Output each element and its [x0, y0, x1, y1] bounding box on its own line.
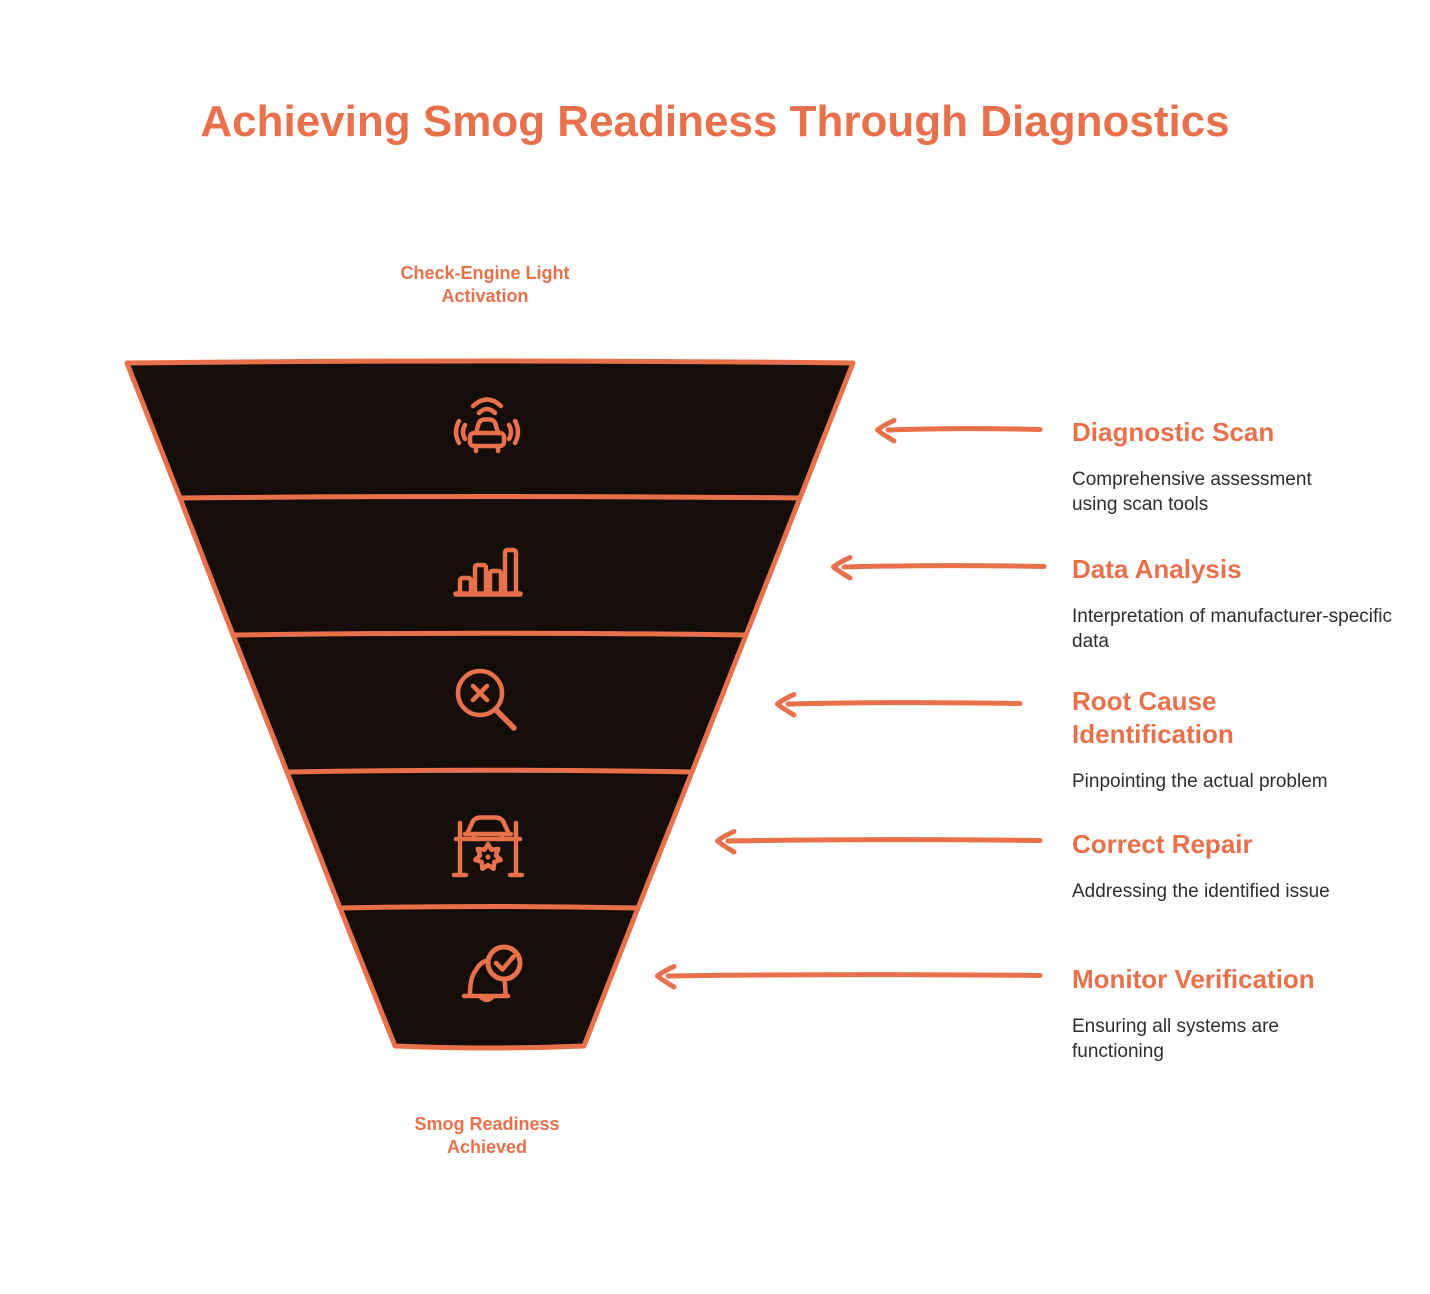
funnel-diagram	[124, 358, 856, 1051]
stage-description: Pinpointing the actual problem	[1072, 771, 1328, 792]
left-arrow-icon	[831, 555, 1047, 581]
stage-title: Correct Repair	[1072, 829, 1253, 859]
funnel-exit-label: Smog Readiness Achieved	[414, 1114, 560, 1157]
stage-label-root-cause-identification: Root Cause Identification Pinpointing th…	[1072, 685, 1328, 794]
stage-label-correct-repair: Correct Repair Addressing the identified…	[1072, 828, 1330, 904]
stage-label-monitor-verification: Monitor Verification Ensuring all system…	[1072, 963, 1315, 1064]
left-arrow-icon	[655, 964, 1043, 990]
left-arrow-icon	[775, 692, 1023, 718]
left-arrow-icon	[875, 418, 1043, 444]
left-arrow-icon	[715, 829, 1043, 855]
funnel-segment-5	[337, 904, 641, 1051]
search-x-icon	[455, 668, 517, 731]
bar-chart-icon	[453, 547, 523, 597]
stage-title: Monitor Verification	[1072, 964, 1315, 994]
stage-label-data-analysis: Data Analysis Interpretation of manufact…	[1072, 553, 1392, 654]
stage-description: Comprehensive assessment using scan tool…	[1072, 469, 1312, 515]
stage-label-diagnostic-scan: Diagnostic Scan Comprehensive assessment…	[1072, 416, 1322, 517]
stage-title: Root Cause Identification	[1072, 686, 1234, 749]
stage-description: Addressing the identified issue	[1072, 881, 1330, 902]
car-lift-icon	[451, 815, 525, 878]
bell-check-icon	[461, 944, 523, 1003]
stage-description: Ensuring all systems are functioning	[1072, 1016, 1279, 1062]
connected-car-icon	[453, 397, 521, 454]
stage-title: Data Analysis	[1072, 554, 1242, 584]
funnel-entry-label: Check-Engine Light Activation	[400, 263, 570, 306]
page-title: Achieving Smog Readiness Through Diagnos…	[200, 97, 1230, 146]
stage-title: Diagnostic Scan	[1072, 417, 1275, 447]
stage-description: Interpretation of manufacturer-specific …	[1072, 606, 1392, 652]
